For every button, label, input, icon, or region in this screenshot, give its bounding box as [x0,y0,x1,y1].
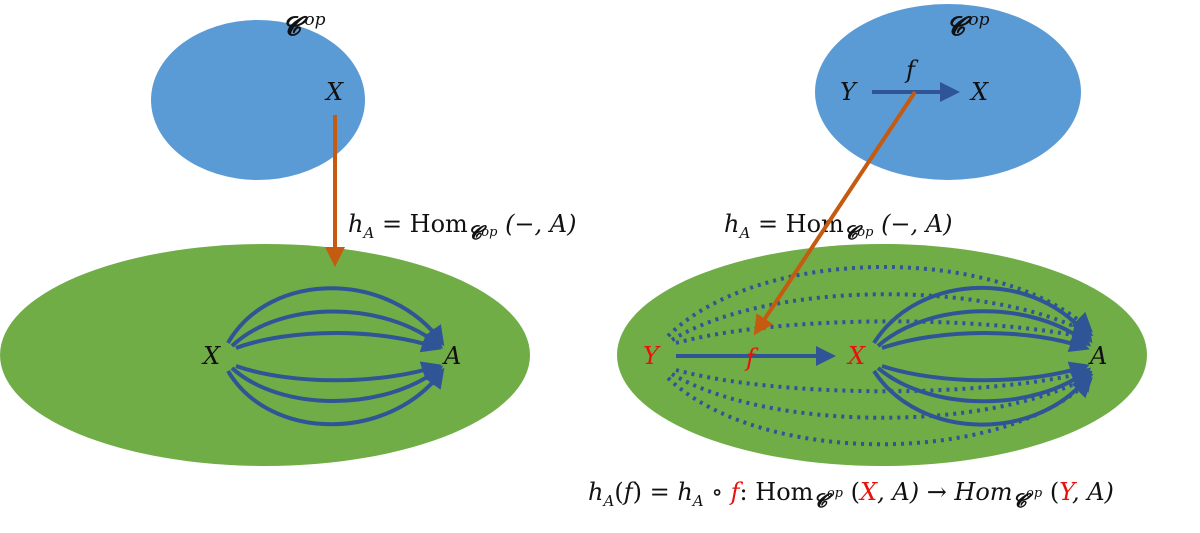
right-panel: 𝓒op X in top --> Y f X hA = Hom𝓒op (−, A… [617,4,1147,466]
right-bottom-x: X [846,342,866,370]
left-hom-arrow [235,361,442,383]
right-solid-hom-arrow [876,309,1092,348]
left-hom-set-arrows [226,286,445,427]
right-dotted-hom-arrows [666,265,1094,447]
right-bottom-category-ellipse [617,244,1147,466]
left-bottom-source-x: X [201,342,221,370]
right-functor-label: hA = Hom𝓒op (−, A) [724,210,953,244]
right-dotted-hom-arrow [666,265,1093,338]
right-solid-hom-arrow [881,331,1090,353]
bottom-formula: hA(f) = hA ∘ f: Hom𝓒op (X, A) → Hom𝓒op (… [588,478,1114,512]
left-bottom-target-a: A [442,342,461,370]
right-solid-hom-arrow [872,285,1093,345]
right-bottom-y: Y [643,342,661,370]
left-hom-arrow [226,367,445,427]
right-dotted-hom-arrow [670,372,1094,420]
right-top-target-x: X [969,78,989,106]
right-dotted-hom-arrow [666,376,1093,447]
right-solid-hom-arrow [876,366,1092,404]
left-hom-arrow [230,309,444,349]
left-top-category-ellipse [151,20,365,180]
right-dotted-hom-arrow [675,366,1092,394]
right-functor-arrow [753,90,917,336]
right-solid-hom-arrow [881,361,1090,383]
right-bottom-a: A [1088,342,1107,370]
left-functor-label: hA = Hom𝓒op (−, A) [348,210,577,244]
right-top-source-y: Y [840,78,858,106]
right-dotted-hom-arrow [675,319,1092,345]
left-top-category-superscript: op [304,10,325,30]
right-solid-hom-arrows [872,285,1093,427]
left-hom-arrow [226,286,445,347]
left-hom-arrow [230,365,444,403]
left-hom-arrow [235,331,442,353]
left-top-object-x: X [324,78,344,106]
right-top-category-superscript: op [968,10,989,30]
right-solid-hom-arrow [872,369,1093,427]
